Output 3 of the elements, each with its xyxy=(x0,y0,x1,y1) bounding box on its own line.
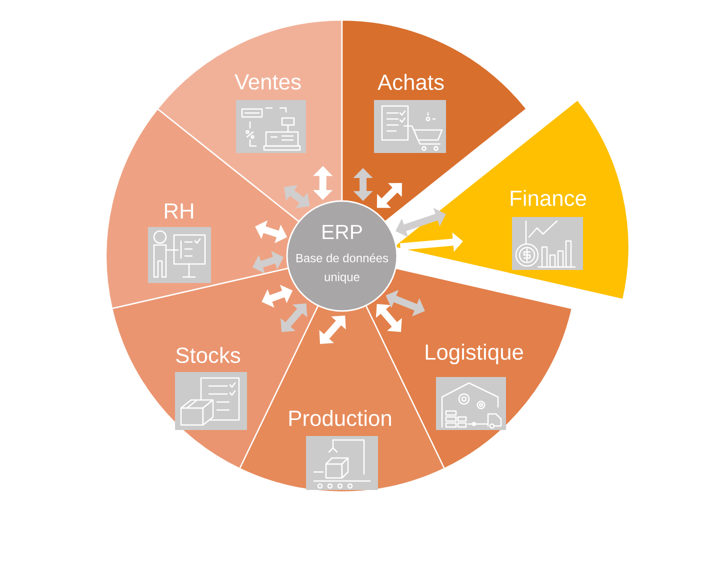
double-arrow xyxy=(376,183,402,208)
double-arrow xyxy=(319,316,346,344)
double-arrow xyxy=(396,208,446,238)
